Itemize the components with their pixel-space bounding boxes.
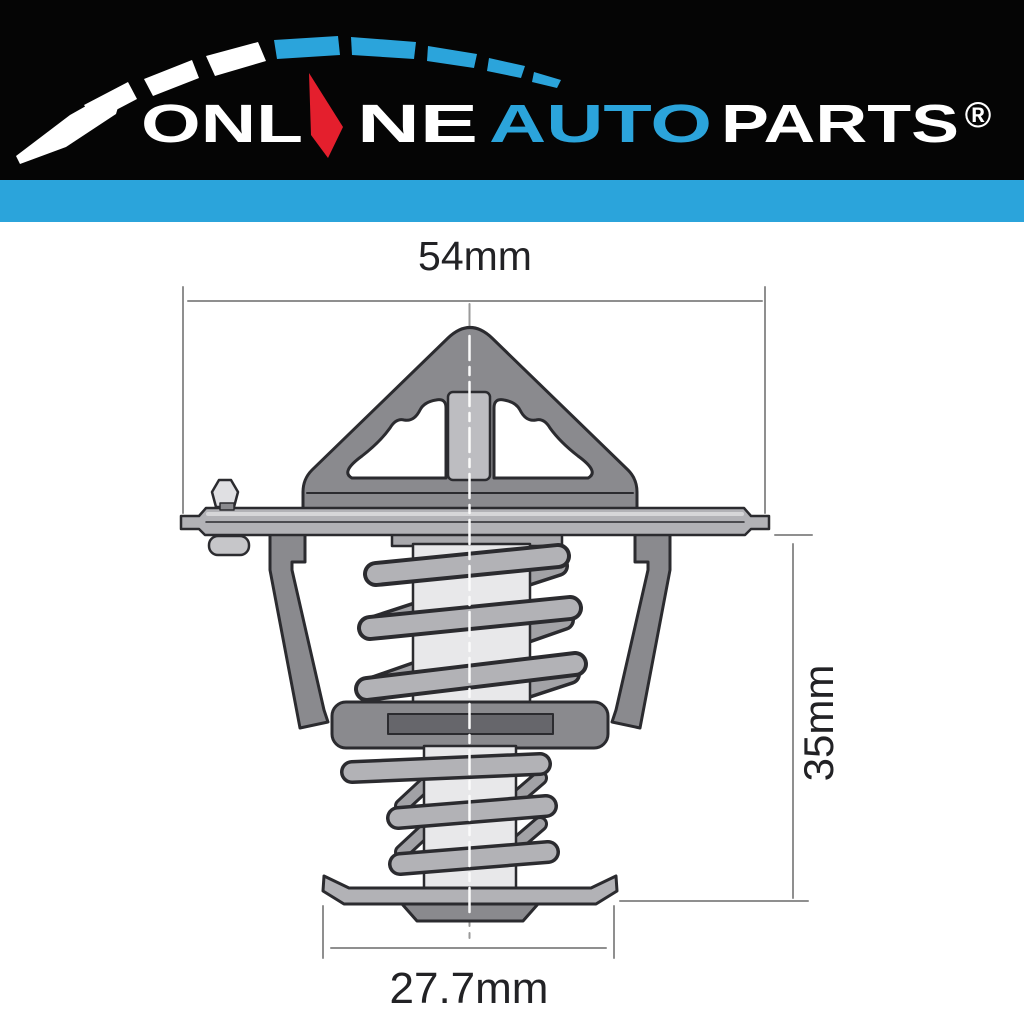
header: ONL NE AUTO PARTS ® xyxy=(0,0,1024,222)
logo-text-onl: ONL xyxy=(141,94,303,154)
thermostat-diagram: 54mm 35mm 27.7mm xyxy=(179,233,842,1013)
dimension-top-width: 54mm xyxy=(182,233,766,514)
header-background xyxy=(0,0,1024,180)
logo: ONL NE AUTO PARTS ® xyxy=(141,73,991,158)
speedometer-arc-icon xyxy=(16,36,561,164)
bridge-right-cutout xyxy=(492,398,594,480)
dimension-label-35mm: 35mm xyxy=(795,665,842,782)
dimension-label-54mm: 54mm xyxy=(418,233,532,279)
dimension-label-27.7mm: 27.7mm xyxy=(390,964,549,1013)
logo-text-parts: PARTS xyxy=(721,94,959,154)
jiggle-valve-clip xyxy=(207,534,251,557)
secondary-spring-front-coils xyxy=(340,752,560,876)
logo-text-auto: AUTO xyxy=(489,94,712,154)
speedometer-needle-icon xyxy=(309,73,343,158)
mounting-flange xyxy=(179,506,771,537)
logo-text-ne: NE xyxy=(357,94,478,154)
bridge-left-cutout xyxy=(346,398,448,480)
frame-left-wall xyxy=(268,531,330,730)
frame-right-wall xyxy=(610,531,672,730)
dimension-bottom-width: 27.7mm xyxy=(322,905,615,1013)
dimension-right-height: 35mm xyxy=(619,534,842,902)
accent-bar xyxy=(0,180,1024,222)
jiggle-valve-pin xyxy=(210,478,240,511)
registered-trademark-symbol: ® xyxy=(965,94,992,135)
